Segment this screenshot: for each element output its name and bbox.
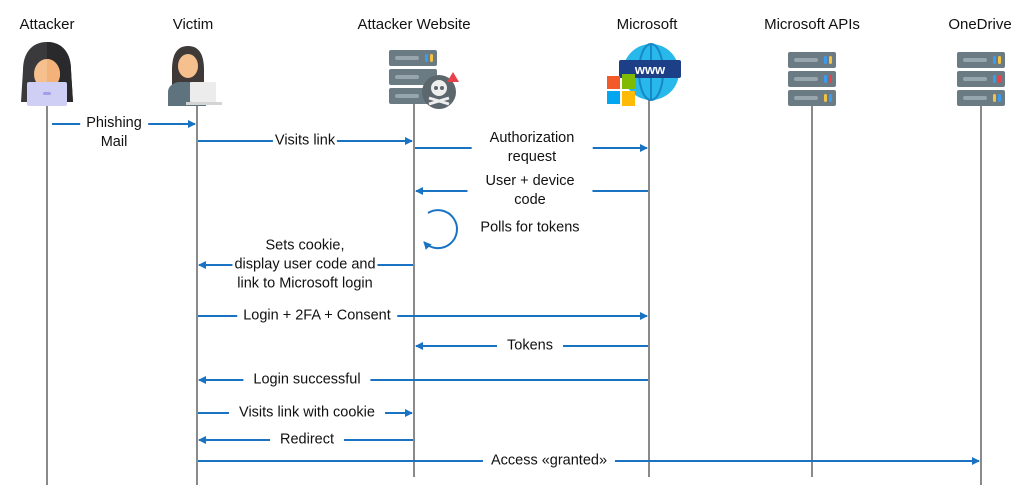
message-label: Login + 2FA + Consent (237, 306, 397, 326)
user-laptop-icon (168, 46, 222, 106)
server-icon (957, 52, 1005, 106)
message-label: User + device code (467, 172, 593, 210)
lifeline-victim (196, 100, 198, 485)
actor-label-onedrive: OneDrive (948, 16, 1012, 33)
message-label: Authorization request (471, 129, 593, 167)
message-label: Visits link with cookie (229, 403, 385, 423)
malicious-server-icon (389, 50, 459, 109)
lifeline-attacker-website (413, 100, 415, 477)
hacker-icon (21, 42, 73, 106)
lifeline-onedrive (980, 100, 982, 485)
actor-label-microsoft: Microsoft (616, 16, 678, 33)
svg-text:www: www (634, 62, 666, 77)
message-label: Visits link (272, 131, 338, 151)
message-label: Login successful (243, 370, 371, 390)
message-label: Redirect (270, 430, 344, 450)
lifeline-microsoft (648, 100, 650, 477)
actor-label-attacker-website: Attacker Website (357, 16, 471, 33)
microsoft-web-icon: www (607, 43, 681, 106)
lifeline-attacker (46, 100, 48, 485)
message-label: Polls for tokens (480, 219, 580, 236)
message-label: Phishing Mail (80, 114, 148, 152)
actor-label-microsoft-apis: Microsoft APIs (764, 16, 860, 33)
message-label: Sets cookie, display user code and link … (232, 236, 378, 294)
message-label: Access «granted» (482, 451, 616, 471)
actor-label-attacker: Attacker (19, 16, 75, 33)
server-icon (788, 52, 836, 106)
message-label: Tokens (497, 336, 563, 356)
lifeline-microsoft-apis (811, 100, 813, 477)
arrow-polls-for-tokens (423, 209, 458, 250)
actor-label-victim: Victim (172, 16, 214, 33)
